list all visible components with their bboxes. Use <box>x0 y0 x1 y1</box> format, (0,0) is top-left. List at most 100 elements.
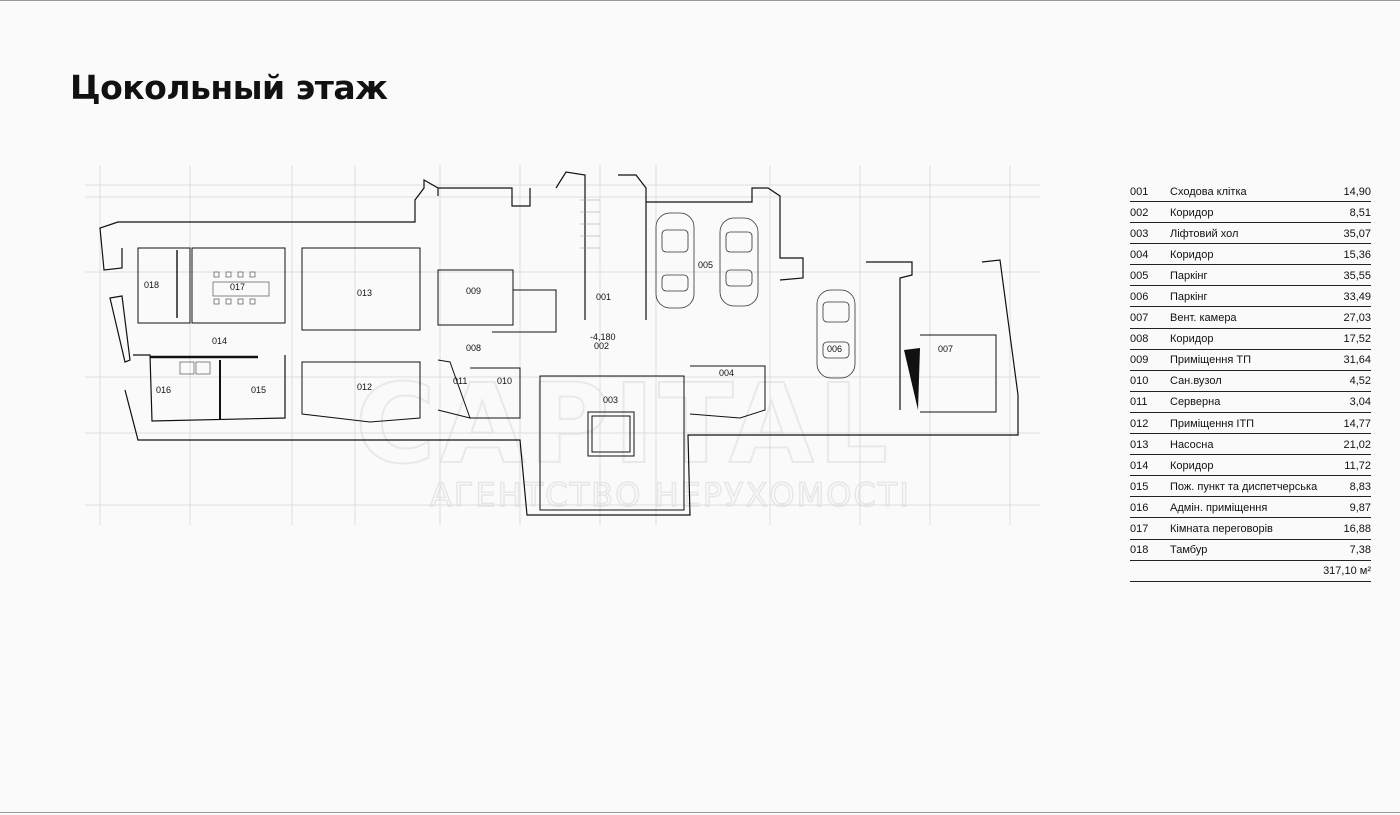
room-code: 006 <box>1130 290 1149 303</box>
room-name: Паркінг <box>1170 269 1208 282</box>
room-name: Коридор <box>1170 206 1214 219</box>
room-name: Приміщення ІТП <box>1170 417 1255 430</box>
room-code: 017 <box>1130 523 1149 535</box>
room-area: 7,38 <box>1349 544 1371 557</box>
table-row: 003 Ліфтовий хол 35,07 <box>1130 224 1371 245</box>
room-area: 16,88 <box>1343 523 1371 535</box>
room-code: 010 <box>1130 375 1149 388</box>
room-code: 007 <box>1130 312 1149 325</box>
room-name: Приміщення ТП <box>1170 354 1252 367</box>
room-label-008: 008 <box>466 343 481 353</box>
room-code: 004 <box>1130 248 1149 261</box>
table-row: 002 Коридор 8,51 <box>1130 203 1371 224</box>
room-label-014: 014 <box>212 336 227 346</box>
room-area: 9,87 <box>1349 501 1371 514</box>
table-row: 004 Коридор 15,36 <box>1130 245 1371 266</box>
table-row: 018 Тамбур 7,38 <box>1130 541 1371 561</box>
room-code: 003 <box>1130 227 1149 240</box>
room-area: 14,90 <box>1343 185 1371 198</box>
table-row: 006 Паркінг 33,49 <box>1130 287 1371 308</box>
room-label-004: 004 <box>719 368 734 378</box>
table-row: 008 Коридор 17,52 <box>1130 330 1371 350</box>
room-area: 14,77 <box>1343 417 1371 430</box>
room-code: 012 <box>1130 417 1149 430</box>
outer-walls <box>99 171 1019 516</box>
table-row: 015 Пож. пункт та диспетчерська 8,83 <box>1130 477 1371 498</box>
room-label-009: 009 <box>466 286 481 296</box>
bottom-rule <box>0 812 1400 813</box>
room-area: 17,52 <box>1343 333 1371 346</box>
room-code: 008 <box>1130 333 1149 346</box>
room-area: 4,52 <box>1349 375 1371 388</box>
table-row: 014 Коридор 11,72 <box>1130 456 1371 477</box>
table-row: 005 Паркінг 35,55 <box>1130 266 1371 287</box>
room-name: Кімната переговорів <box>1170 523 1273 535</box>
room-name: Вент. камера <box>1170 312 1237 325</box>
grid-lines <box>85 165 1040 525</box>
room-area: 15,36 <box>1343 248 1371 261</box>
room-code: 009 <box>1130 354 1149 367</box>
room-label-001: 001 <box>596 292 611 302</box>
table-row: 007 Вент. камера 27,03 <box>1130 309 1371 329</box>
room-label-018: 018 <box>144 280 159 290</box>
room-code: 001 <box>1130 185 1149 198</box>
room-label-010: 010 <box>497 376 512 386</box>
room-area: 27,03 <box>1343 312 1371 325</box>
room-name: Коридор <box>1170 333 1214 346</box>
table-row: 016 Адмін. приміщення 9,87 <box>1130 498 1371 519</box>
room-area: 31,64 <box>1343 354 1371 367</box>
room-area: 33,49 <box>1343 290 1371 303</box>
page-title: Цокольный этаж <box>70 68 388 107</box>
room-area: 35,07 <box>1343 227 1371 240</box>
room-label-007: 007 <box>938 344 953 354</box>
room-name: Коридор <box>1170 248 1214 261</box>
room-name: Пож. пункт та диспетчерська <box>1170 480 1318 493</box>
room-label-013: 013 <box>357 288 372 298</box>
room-code: 005 <box>1130 269 1149 282</box>
room-name: Коридор <box>1170 459 1214 472</box>
table-row: 010 Сан.вузол 4,52 <box>1130 372 1371 392</box>
room-name: Тамбур <box>1170 544 1208 557</box>
room-name: Адмін. приміщення <box>1170 501 1268 514</box>
room-label-005: 005 <box>698 260 713 270</box>
room-area: 8,51 <box>1349 206 1371 219</box>
table-row: 012 Приміщення ІТП 14,77 <box>1130 414 1371 435</box>
room-label-017: 017 <box>230 282 245 292</box>
room-labels: 018 017 013 009 001 005 014 -4,180 002 0… <box>144 260 953 405</box>
room-code: 015 <box>1130 480 1149 493</box>
room-area: 11,72 <box>1344 459 1371 472</box>
staircase <box>580 199 600 249</box>
table-row: 009 Приміщення ТП 31,64 <box>1130 351 1371 371</box>
room-label-003: 003 <box>603 395 618 405</box>
room-code: 018 <box>1130 544 1149 557</box>
room-name: Насосна <box>1170 438 1214 451</box>
room-code: 016 <box>1130 501 1149 514</box>
room-code: 014 <box>1130 459 1149 472</box>
vent-shaft <box>904 348 920 410</box>
room-code: 011 <box>1130 396 1148 409</box>
watermark-logo: CAPITAL <box>355 360 892 488</box>
room-name: Паркінг <box>1170 290 1208 303</box>
watermark-subtitle: АГЕНТСТВО НЕРУХОМОСТІ <box>430 476 911 514</box>
room-name: Ліфтовий хол <box>1170 227 1239 240</box>
room-area: 8,83 <box>1349 480 1371 493</box>
room-label-012: 012 <box>357 382 372 392</box>
room-area: 3,04 <box>1349 396 1371 409</box>
room-code: 002 <box>1130 206 1149 219</box>
total-area: 317,10 м² <box>1130 562 1371 582</box>
table-row: 001 Сходова клітка 14,90 <box>1130 182 1371 202</box>
room-area: 35,55 <box>1343 269 1371 282</box>
car-icon <box>655 212 856 379</box>
room-label-011: 011 <box>453 376 467 386</box>
table-row: 017 Кімната переговорів 16,88 <box>1130 520 1371 540</box>
top-rule <box>0 0 1400 1</box>
interior-walls <box>137 247 997 511</box>
room-name: Сан.вузол <box>1170 375 1222 388</box>
room-label-015: 015 <box>251 385 266 395</box>
room-code: 013 <box>1130 438 1149 451</box>
room-name: Сходова клітка <box>1170 185 1247 198</box>
